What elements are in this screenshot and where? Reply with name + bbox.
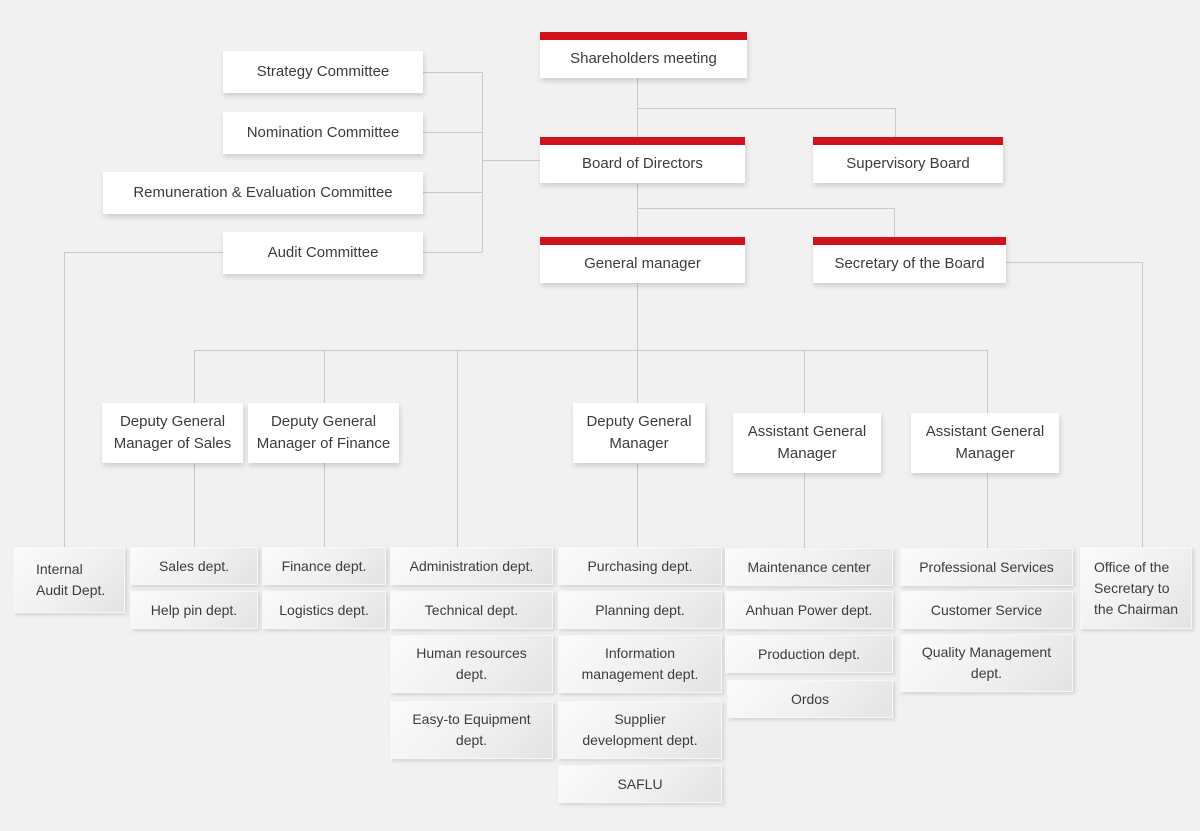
dept-quality-management: Quality Management dept.: [900, 634, 1073, 692]
connector-line: [1142, 262, 1143, 547]
node-deputy-gm-finance: Deputy General Manager of Finance: [248, 403, 399, 463]
node-label: Human resources dept.: [416, 645, 527, 682]
dept-supplier-development: Supplier development dept.: [558, 701, 722, 759]
connector-line: [637, 283, 638, 350]
node-label: Sales dept.: [158, 557, 230, 574]
node-label: Professional Services: [919, 558, 1054, 575]
node-label: Technical dept.: [424, 601, 519, 618]
node-label: Customer Service: [930, 601, 1043, 618]
node-label: Logistics dept.: [279, 601, 369, 618]
dept-technical: Technical dept.: [390, 591, 553, 629]
connector-line: [637, 208, 894, 209]
node-shareholders-meeting: Shareholders meeting: [540, 32, 747, 78]
node-secretary-of-the-board: Secretary of the Board: [813, 237, 1006, 283]
connector-line: [637, 183, 638, 237]
dept-customer-service: Customer Service: [900, 591, 1073, 629]
dept-professional-services: Professional Services: [900, 548, 1073, 586]
node-label: Nomination Committee: [246, 123, 400, 141]
connector-line: [637, 78, 638, 137]
node-label: Deputy General Manager: [586, 412, 692, 453]
connector-line: [894, 208, 895, 237]
dept-easy-to-equipment: Easy-to Equipment dept.: [390, 701, 553, 759]
node-label: Purchasing dept.: [587, 557, 693, 574]
node-nomination-committee: Nomination Committee: [223, 112, 423, 154]
node-audit-committee: Audit Committee: [223, 232, 423, 274]
connector-line: [64, 252, 65, 547]
connector-line: [423, 132, 482, 133]
node-strategy-committee: Strategy Committee: [223, 51, 423, 93]
dept-saflu: SAFLU: [558, 765, 722, 803]
connector-line: [1006, 262, 1142, 263]
node-remuneration-evaluation-committee: Remuneration & Evaluation Committee: [103, 172, 423, 214]
node-label: Shareholders meeting: [570, 49, 717, 67]
node-deputy-general-manager: Deputy General Manager: [573, 403, 705, 463]
node-label: Easy-to Equipment dept.: [412, 711, 531, 748]
dept-maintenance-center: Maintenance center: [725, 548, 893, 586]
dept-administration: Administration dept.: [390, 547, 553, 585]
node-label: Audit Committee: [267, 243, 379, 261]
node-label: Remuneration & Evaluation Committee: [133, 183, 393, 201]
node-supervisory-board: Supervisory Board: [813, 137, 1003, 183]
node-label: Quality Management dept.: [921, 644, 1052, 681]
connector-line: [423, 72, 482, 73]
node-label: Secretary of the Board: [834, 254, 985, 272]
dept-human-resources: Human resources dept.: [390, 635, 553, 693]
connector-line: [637, 108, 895, 109]
connector-line: [895, 108, 896, 137]
node-board-of-directors: Board of Directors: [540, 137, 745, 183]
dept-finance: Finance dept.: [262, 547, 386, 585]
node-label: Planning dept.: [595, 601, 685, 618]
dept-office-of-secretary-to-chairman: Office of the Secretary to the Chairman: [1080, 547, 1192, 629]
dept-information-management: Information management dept.: [558, 635, 722, 693]
node-label: Supervisory Board: [846, 154, 970, 172]
node-label: Help pin dept.: [150, 601, 238, 618]
connector-line: [457, 350, 458, 547]
dept-help-pin: Help pin dept.: [130, 591, 258, 629]
dept-production: Production dept.: [725, 635, 893, 673]
node-label: Assistant General Manager: [747, 422, 867, 463]
connector-line: [423, 192, 482, 193]
node-label: Internal Audit Dept.: [36, 561, 106, 598]
dept-planning: Planning dept.: [558, 591, 722, 629]
connector-line: [482, 72, 483, 252]
node-label: Strategy Committee: [256, 62, 390, 80]
node-label: Deputy General Manager of Finance: [256, 412, 391, 453]
node-label: Anhuan Power dept.: [745, 601, 873, 618]
node-assistant-general-manager-1: Assistant General Manager: [733, 413, 881, 473]
dept-ordos: Ordos: [727, 680, 893, 718]
node-label: Finance dept.: [281, 557, 367, 574]
dept-internal-audit: Internal Audit Dept.: [13, 547, 125, 613]
node-label: Production dept.: [758, 645, 860, 662]
node-label: Maintenance center: [747, 558, 871, 575]
dept-sales: Sales dept.: [130, 547, 258, 585]
node-label: Information management dept.: [581, 645, 699, 682]
node-label: SAFLU: [617, 775, 663, 792]
dept-logistics: Logistics dept.: [262, 591, 386, 629]
node-label: General manager: [584, 254, 701, 272]
node-label: Deputy General Manager of Sales: [113, 412, 232, 453]
connector-line: [482, 160, 540, 161]
node-label: Assistant General Manager: [925, 422, 1045, 463]
node-label: Ordos: [790, 690, 830, 707]
node-label: Administration dept.: [409, 557, 534, 574]
node-assistant-general-manager-2: Assistant General Manager: [911, 413, 1059, 473]
dept-anhuan-power: Anhuan Power dept.: [725, 591, 893, 629]
node-label: Office of the Secretary to the Chairman: [1094, 558, 1179, 617]
node-general-manager: General manager: [540, 237, 745, 283]
dept-purchasing: Purchasing dept.: [558, 547, 722, 585]
node-label: Supplier development dept.: [582, 711, 698, 748]
node-deputy-gm-sales: Deputy General Manager of Sales: [102, 403, 243, 463]
connector-line: [194, 350, 987, 351]
node-label: Board of Directors: [582, 154, 703, 172]
